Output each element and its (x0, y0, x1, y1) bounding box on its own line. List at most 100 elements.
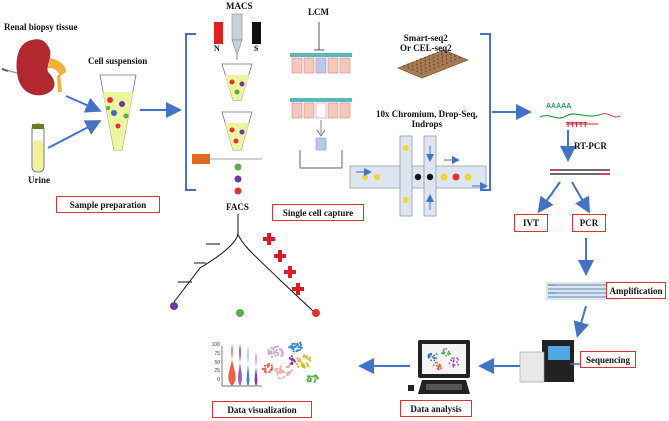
cluster-point (443, 348, 446, 350)
plate-well (411, 68, 414, 71)
cluster-point (442, 349, 445, 352)
cluster-point (263, 364, 267, 367)
cluster-point (436, 365, 438, 367)
cluster-point (275, 351, 278, 354)
plate-well (420, 61, 422, 64)
cluster-point (296, 357, 299, 360)
cluster-point (309, 359, 312, 362)
cluster-point (448, 351, 450, 354)
cluster-point (272, 351, 276, 354)
plate-well (432, 53, 435, 55)
cluster-point (430, 359, 432, 362)
cluster-point (276, 371, 279, 374)
cluster-point (437, 365, 440, 368)
cluster-point (451, 357, 454, 359)
cluster-point (261, 368, 264, 371)
cluster-point (275, 348, 278, 351)
cluster-point (291, 342, 294, 345)
magnet-icon (214, 13, 261, 60)
cluster-point (297, 360, 300, 363)
cluster-point (267, 362, 270, 365)
tick-0: 0 (217, 377, 220, 384)
cluster-point (267, 349, 270, 352)
magnet-s-label: S (254, 44, 259, 53)
plate-well (432, 56, 435, 59)
cluster-point (270, 355, 274, 358)
cluster-point (283, 371, 286, 374)
plate-well (454, 55, 456, 57)
rt-pcr-label: RT-PCR (574, 141, 607, 151)
cluster-point (276, 351, 279, 354)
urine-tube-icon (31, 123, 45, 173)
plate-well (433, 63, 435, 66)
plate-well (420, 65, 423, 68)
cluster-point (445, 354, 448, 357)
cluster-point (434, 361, 437, 364)
plate-well (419, 58, 422, 61)
plate-well (436, 55, 439, 57)
cluster-point (438, 363, 440, 366)
facs-label: FACS (226, 202, 249, 212)
plate-well (436, 51, 439, 54)
cluster-point (303, 366, 306, 369)
plate-well (440, 49, 443, 52)
tsne-cluster-icon (261, 341, 319, 383)
violin-axis-ticks: 100 75 50 25 0 (200, 341, 220, 385)
cluster-point (453, 359, 455, 362)
cluster-point (433, 354, 435, 357)
cluster-point (452, 360, 455, 363)
data-visualization-box: Data visualization (212, 401, 312, 418)
cluster-point (302, 356, 305, 359)
cluster-point (437, 367, 440, 370)
cluster-point (293, 342, 296, 345)
cluster-point (297, 346, 300, 349)
left-bracket (185, 33, 196, 191)
chromium-line-2: Indrops (411, 118, 443, 129)
plate-well (424, 70, 427, 73)
cluster-point (300, 346, 303, 349)
cluster-point (452, 366, 455, 368)
microfluidic-chip-icon (349, 135, 488, 217)
cluster-point (427, 353, 430, 356)
cluster-point (290, 361, 293, 364)
cluster-point (270, 364, 273, 367)
plate-well (420, 68, 423, 71)
plate-well (415, 60, 418, 62)
polya-label: AAAAA (546, 103, 572, 110)
cluster-point (305, 362, 308, 365)
plate-well (428, 54, 431, 57)
cluster-point (453, 357, 455, 359)
amplification-box: Amplification (606, 282, 666, 299)
mrna-icon (539, 113, 621, 125)
plate-well (449, 53, 452, 56)
cluster-point (308, 356, 311, 359)
chromium-line-1: 10x Chromium, Drop-Seq, (376, 109, 478, 119)
smart-seq-line-2: Or CEL-seq2 (400, 42, 452, 53)
cluster-point (289, 346, 293, 349)
plate-well (415, 63, 418, 66)
data-analysis-box: Data analysis (400, 400, 472, 417)
cluster-point (280, 354, 283, 357)
tick-50: 50 (214, 359, 220, 366)
cluster-point (291, 369, 294, 372)
cluster-point (275, 368, 278, 371)
facs-sorting (170, 214, 320, 317)
cluster-point (264, 368, 267, 371)
cluster-point (306, 364, 309, 367)
cluster-point (316, 377, 319, 380)
cluster-point (292, 350, 295, 353)
cluster-point (272, 347, 275, 350)
cluster-point (453, 364, 456, 366)
cluster-point (281, 351, 284, 354)
cluster-point (440, 367, 442, 370)
plate-well (445, 51, 448, 54)
cluster-point (279, 367, 282, 370)
cluster-point (291, 359, 294, 362)
cluster-point (435, 353, 438, 356)
single-cell-capture-box: Single cell capture (272, 204, 364, 221)
plate-well (437, 58, 439, 61)
cluster-point (299, 348, 302, 351)
macs-tube-1 (221, 63, 253, 101)
right-bracket (480, 33, 491, 191)
cluster-point (435, 357, 437, 360)
